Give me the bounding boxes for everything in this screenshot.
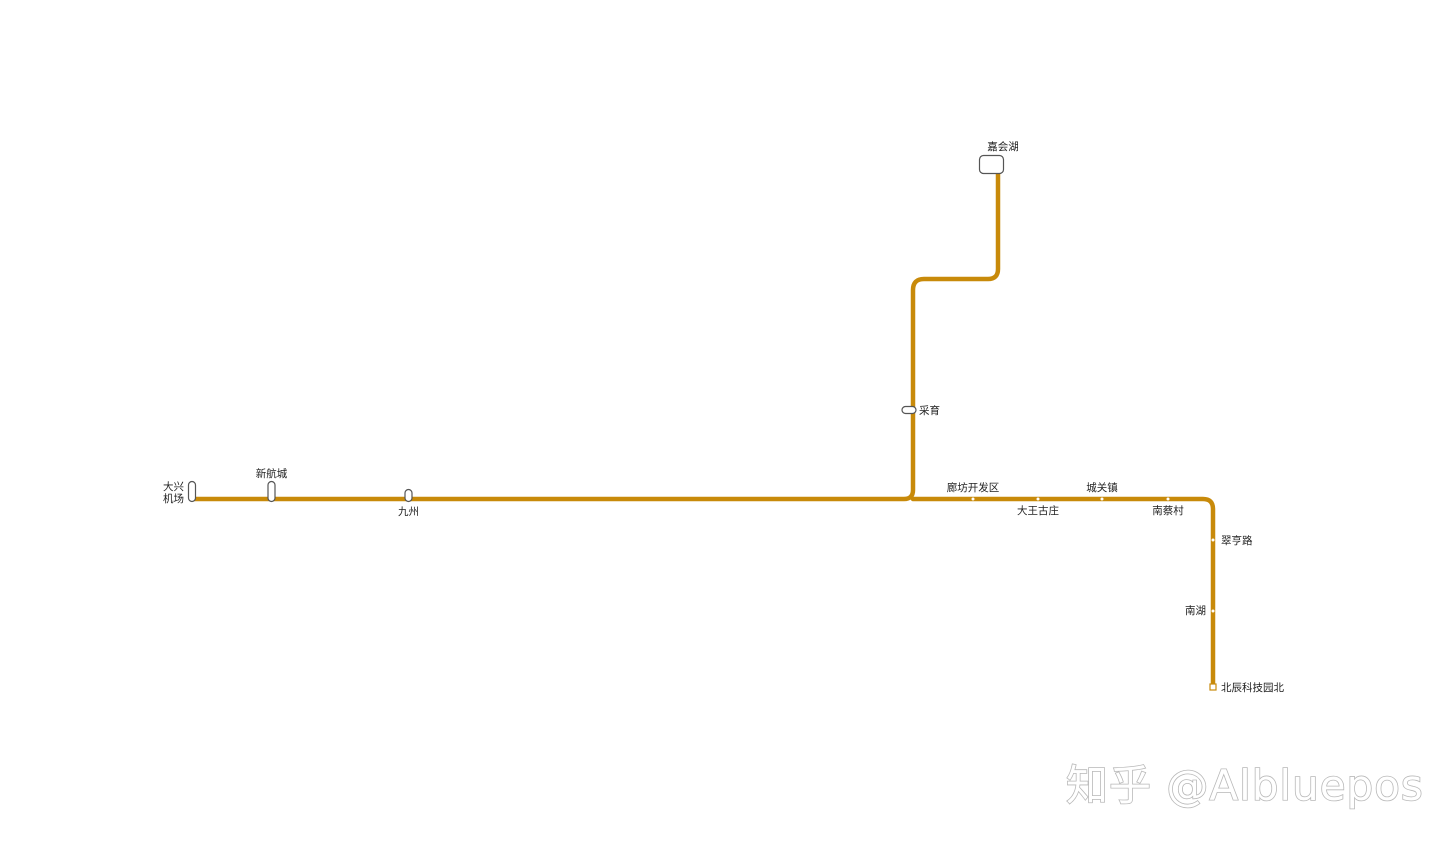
station-tick [1036,497,1040,501]
station-dawang-guzhuang[interactable]: 大王古庄 [1017,497,1059,518]
station-marker [404,488,413,503]
station-tick [1166,497,1170,501]
station-label: 南湖 [1185,604,1206,617]
station-label: 南蔡村 [1152,504,1184,517]
station-tick [971,497,975,501]
station-tick [1211,538,1215,542]
station-langfang-kaifaqu[interactable]: 廊坊开发区 [947,481,1000,501]
station-nancai-cun[interactable]: 南蔡村 [1152,497,1184,518]
station-label: 北辰科技园北 [1221,681,1284,694]
station-chengguan-zhen[interactable]: 城关镇 [1086,481,1118,501]
station-label: 嘉会湖 [987,140,1019,153]
station-label: 采育 [919,404,940,417]
station-label: 大王古庄 [1017,504,1059,517]
station-caiyu[interactable]: 采育 [901,404,940,417]
station-nanhu[interactable]: 南湖 [1185,604,1215,617]
station-tick [1100,497,1104,501]
station-label: 大兴 [163,480,184,493]
station-marker [901,405,917,415]
station-daxing-jichang[interactable]: 大兴 机场 [163,480,197,505]
station-marker [187,480,197,503]
station-jiahuihu[interactable]: 嘉会湖 [978,140,1019,175]
station-xinhangcheng[interactable]: 新航城 [256,467,288,503]
station-beichen-kejiyuan-bei[interactable]: 北辰科技园北 [1209,681,1284,694]
watermark-text: 知乎 @Albluepos [1066,761,1424,810]
station-jiuzhou[interactable]: 九州 [398,488,419,519]
station-label: 廊坊开发区 [947,481,1000,494]
terminal-marker [1209,683,1217,691]
station-label: 九州 [398,506,419,518]
station-label: 机场 [163,492,184,505]
route-line [189,169,1216,690]
station-cuiheng-lu[interactable]: 翠亨路 [1211,534,1253,547]
station-tick [1211,609,1215,613]
station-label: 翠亨路 [1221,534,1253,547]
station-label: 城关镇 [1086,481,1118,494]
station-marker [978,154,1005,175]
station-label: 新航城 [256,467,288,480]
station-marker [267,480,276,503]
